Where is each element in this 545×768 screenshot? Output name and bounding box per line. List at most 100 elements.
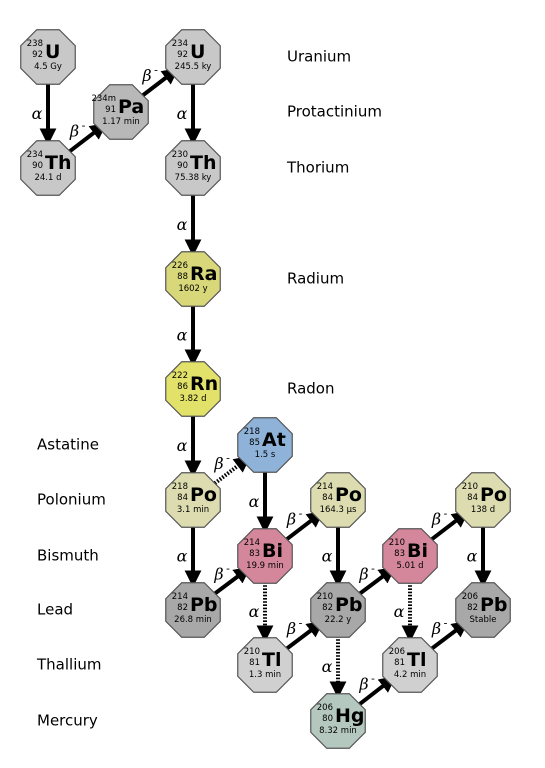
beta-minus-superscript: - xyxy=(371,672,375,685)
nuclide-atomic-number: 81 xyxy=(394,658,405,668)
nuclide-mass-number: 210 xyxy=(244,647,260,657)
nuclide-mass-number: 210 xyxy=(389,538,405,548)
nuclide-symbol: Pb xyxy=(480,594,508,616)
nuclide-mass-number: 218 xyxy=(244,427,260,437)
decay-label-pa234m-to-u234: β- xyxy=(141,64,158,86)
beta-minus-superscript: - xyxy=(154,64,158,77)
decay-mode-symbol: β xyxy=(141,66,151,85)
decay-mode-symbol: α xyxy=(394,602,405,621)
element-label-radon: Radon xyxy=(287,380,335,398)
nuclide-octagon xyxy=(382,637,438,693)
element-label-polonium: Polonium xyxy=(37,491,106,509)
element-label-uranium: Uranium xyxy=(287,48,351,66)
nuclide-half-life: 26.8 min xyxy=(174,615,212,625)
nuclide-octagon xyxy=(93,84,149,140)
beta-minus-superscript: - xyxy=(82,119,86,132)
decay-mode-symbol: β xyxy=(69,122,79,141)
nuclide-atomic-number: 82 xyxy=(177,603,188,613)
nuclide-mass-number: 230 xyxy=(172,150,188,160)
decay-mode-symbol: α xyxy=(322,547,333,566)
beta-minus-superscript: - xyxy=(371,562,375,575)
nuclide-mass-number: 206 xyxy=(317,703,333,713)
nuclide-atomic-number: 91 xyxy=(105,105,116,115)
nuclide-symbol: Ra xyxy=(190,263,217,285)
nuclide-atomic-number: 90 xyxy=(177,161,188,171)
decay-label-bi210-to-tl206: α xyxy=(394,602,405,621)
nuclide-atomic-number: 82 xyxy=(322,603,333,613)
decay-label-tl210-to-pb210: β- xyxy=(286,617,303,639)
decay-arrow-hg206-to-tl206 xyxy=(353,675,397,710)
element-label-mercury: Mercury xyxy=(37,712,98,730)
nuclide-symbol: Bi xyxy=(262,540,283,562)
element-label-bismuth: Bismuth xyxy=(37,547,99,565)
beta-minus-superscript: - xyxy=(299,507,303,520)
nuclide-mass-number: 218 xyxy=(172,482,188,492)
nuclide-mass-number: 214 xyxy=(317,482,333,492)
nuclide-atomic-number: 85 xyxy=(249,438,260,448)
nuclide-atomic-number: 88 xyxy=(177,272,188,282)
decay-label-pb214-to-bi214: β- xyxy=(213,562,230,584)
decay-arrows xyxy=(39,67,492,710)
nuclide-octagon xyxy=(20,29,76,85)
decay-label-pb210-to-bi210: β- xyxy=(358,562,375,584)
decay-mode-symbol: α xyxy=(32,104,43,123)
nuclide-symbol: Po xyxy=(190,484,217,506)
decay-label-ra226-to-rn222: α xyxy=(177,326,188,345)
decay-mode-symbol: α xyxy=(177,215,188,234)
nuclide-half-life: 4.2 min xyxy=(394,670,426,680)
nuclide-half-life: 24.1 d xyxy=(34,173,61,183)
nuclide-atomic-number: 81 xyxy=(249,658,260,668)
decay-arrow-pb210-to-bi210 xyxy=(353,566,396,600)
decay-mode-symbol: α xyxy=(177,547,188,566)
decay-mode-symbol: α xyxy=(177,104,188,123)
decay-label-bi210-to-po210: β- xyxy=(431,507,448,529)
decay-mode-symbol: β xyxy=(213,565,223,584)
nuclide-mass-number: 206 xyxy=(462,592,478,602)
nuclide-symbol: Pa xyxy=(118,96,144,118)
nuclide-mass-number: 206 xyxy=(389,647,405,657)
nuclide-octagon xyxy=(165,140,221,196)
decay-label-u234-to-th230: α xyxy=(177,104,188,123)
decay-mode-symbol: β xyxy=(286,619,296,638)
nuclide-half-life: 19.9 min xyxy=(246,561,284,571)
element-label-protactinium: Protactinium xyxy=(287,103,382,121)
decay-label-po214-to-pb210: α xyxy=(322,547,333,566)
nuclide-octagon xyxy=(165,251,221,307)
nuclide-atomic-number: 80 xyxy=(322,714,333,724)
nuclide-mass-number: 238 xyxy=(27,39,43,49)
decay-mode-symbol: α xyxy=(177,326,188,345)
element-label-astatine: Astatine xyxy=(37,436,99,454)
nuclide-symbol: At xyxy=(262,429,286,451)
nuclide-mass-number: 214 xyxy=(244,538,260,548)
decay-mode-symbol: α xyxy=(249,492,260,511)
nuclide-octagon xyxy=(310,472,366,528)
nuclide-atomic-number: 92 xyxy=(177,50,188,60)
nuclide-atomic-number: 83 xyxy=(249,549,260,559)
nuclide-half-life: 164.3 µs xyxy=(320,505,357,515)
nuclide-octagon xyxy=(20,140,76,196)
beta-minus-superscript: - xyxy=(226,562,230,575)
nuclide-symbol: Hg xyxy=(335,705,365,727)
nuclide-atomic-number: 84 xyxy=(467,493,478,503)
nuclide-symbol: Po xyxy=(480,484,507,506)
nuclide-half-life: 1.17 min xyxy=(102,117,140,127)
nuclide-atomic-number: 90 xyxy=(32,161,43,171)
decay-mode-symbol: β xyxy=(358,675,368,694)
nuclide-symbol: Tl xyxy=(262,649,281,671)
nuclide-mass-number: 210 xyxy=(462,482,478,492)
